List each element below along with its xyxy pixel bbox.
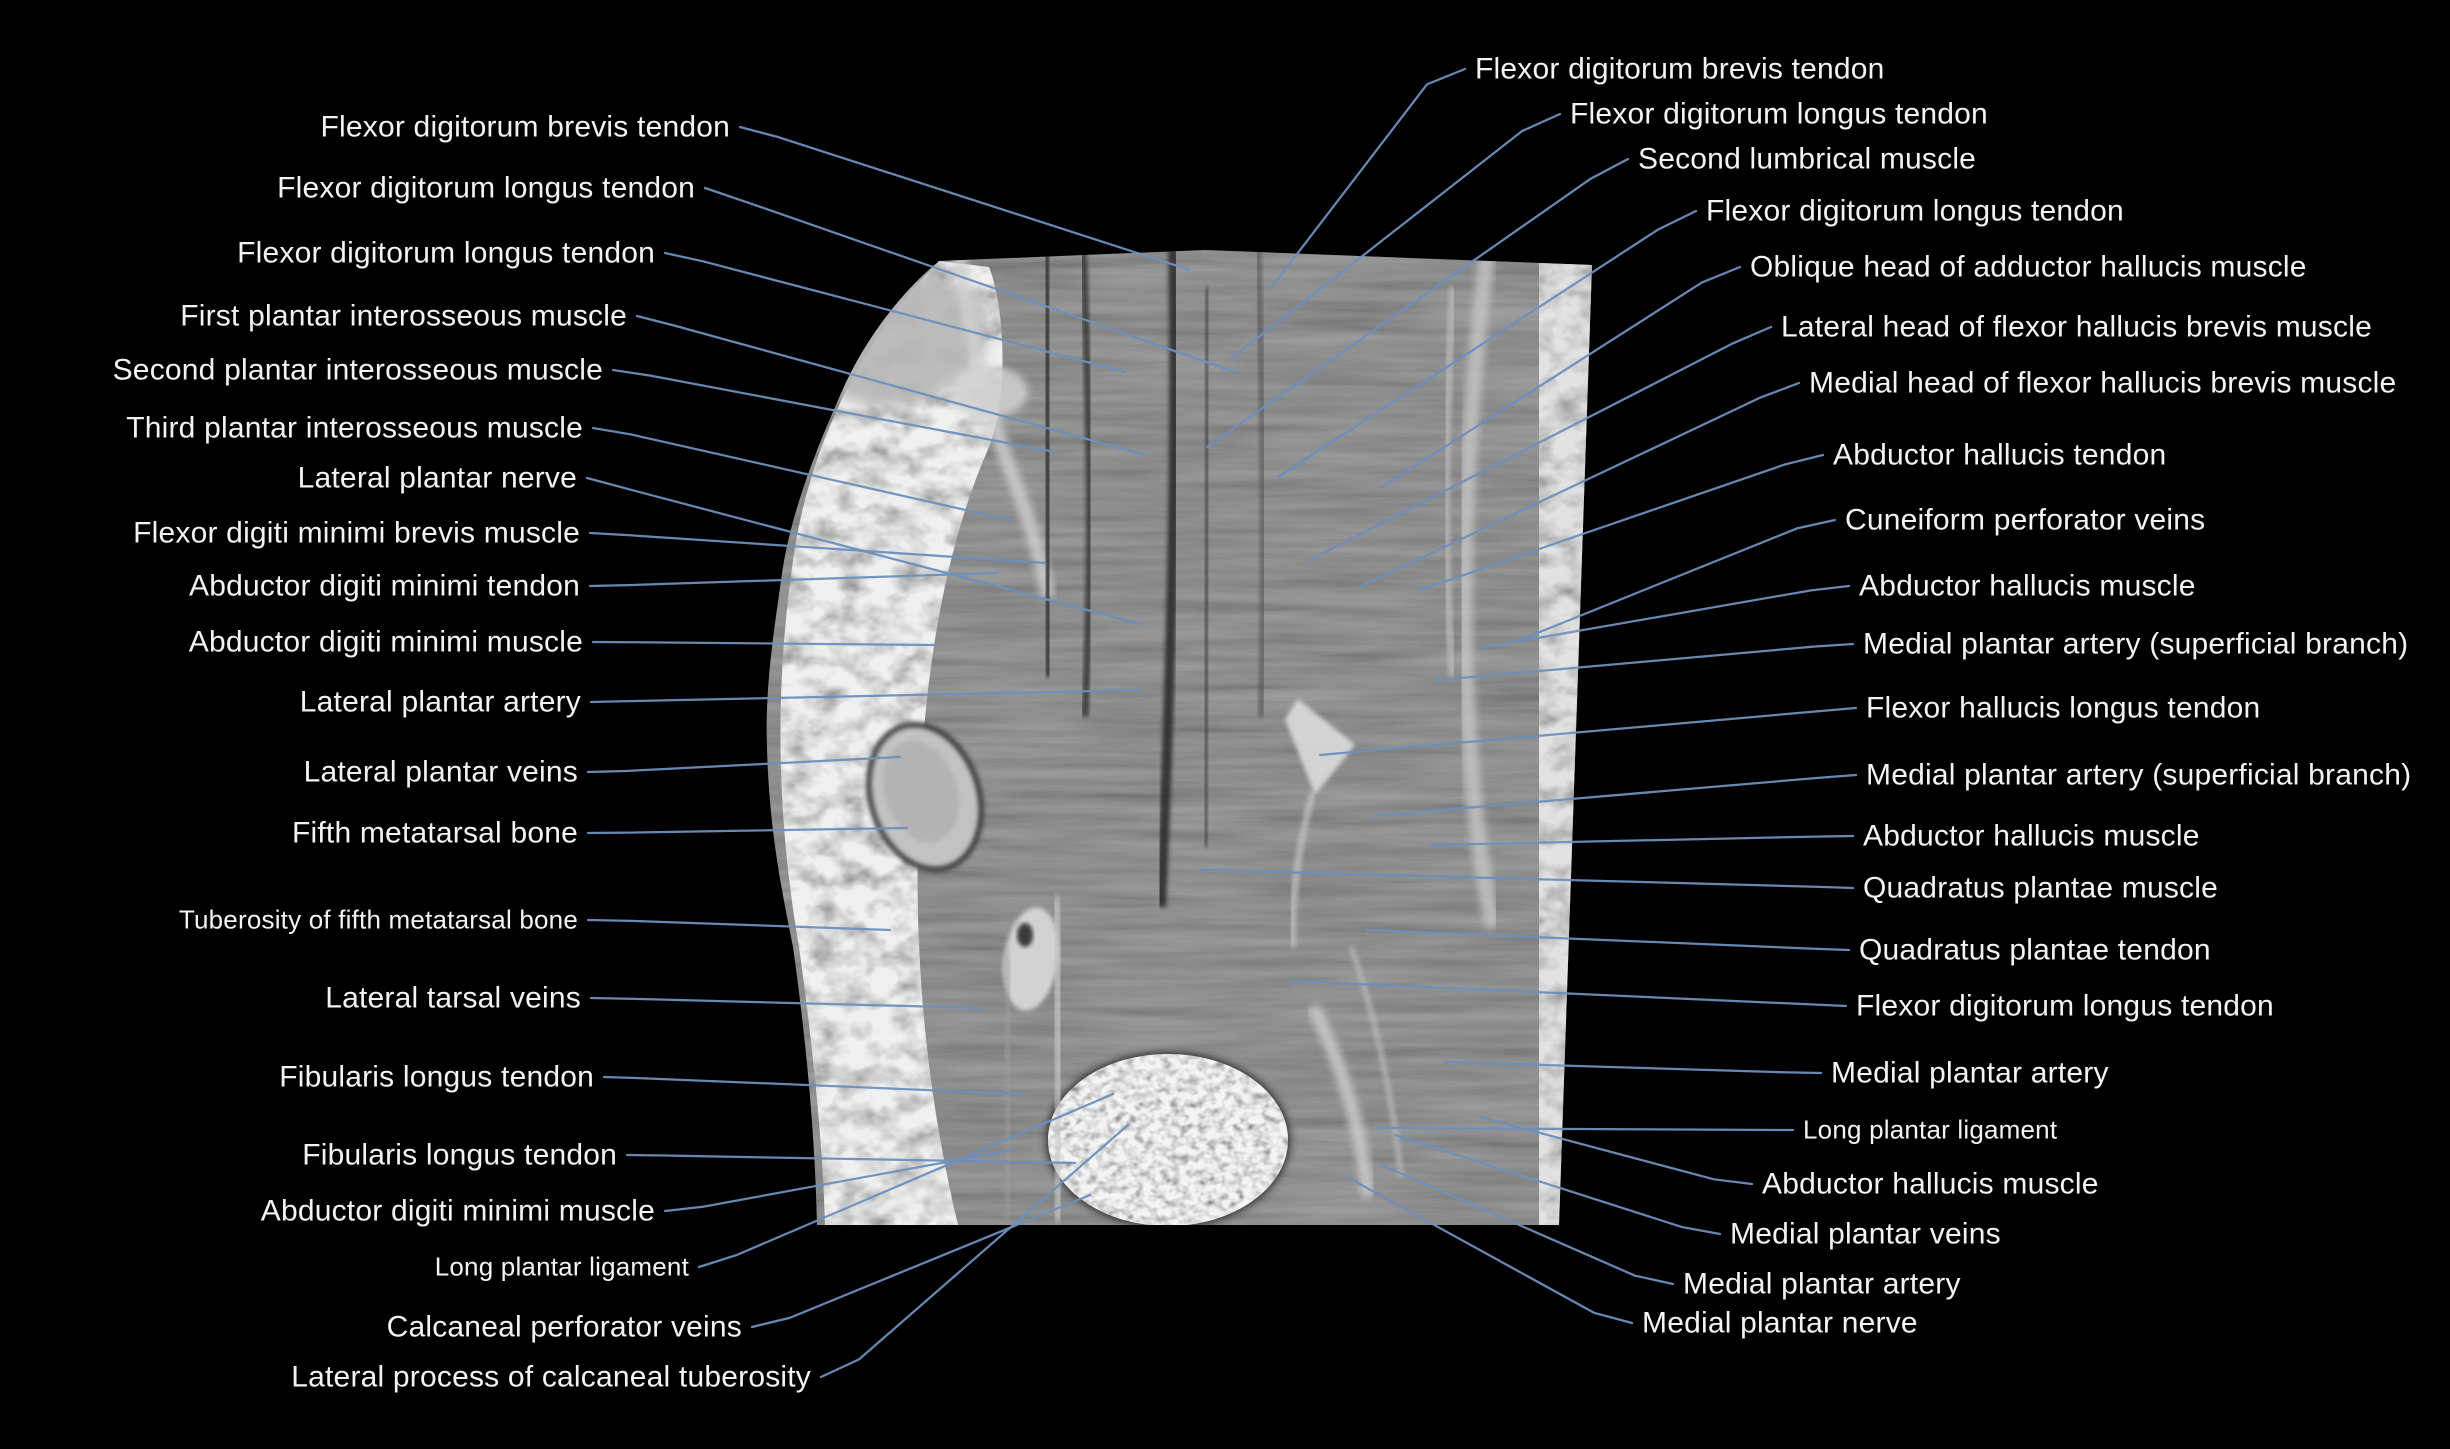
anatomy-label: Oblique head of adductor hallucis muscle: [1750, 250, 2307, 284]
anatomy-label: Abductor digiti minimi muscle: [260, 1194, 655, 1228]
anatomy-label: Long plantar ligament: [1803, 1114, 2058, 1145]
anatomy-label: Medial plantar artery (superficial branc…: [1863, 627, 2409, 661]
anatomy-label: Fibularis longus tendon: [279, 1060, 594, 1094]
anatomy-label: Abductor hallucis muscle: [1859, 569, 2196, 603]
anatomy-label: Long plantar ligament: [434, 1251, 689, 1282]
anatomy-label: Medial plantar artery: [1683, 1267, 1961, 1301]
anatomy-label: Lateral plantar nerve: [297, 461, 577, 495]
mri-image: [753, 247, 1593, 1226]
anatomy-label: Lateral plantar veins: [303, 755, 578, 789]
anatomy-label: Flexor digitorum longus tendon: [1570, 97, 1988, 131]
anatomy-label: Flexor hallucis longus tendon: [1866, 691, 2261, 725]
anatomy-label: Second lumbrical muscle: [1638, 142, 1977, 176]
anatomy-label: Cuneiform perforator veins: [1845, 503, 2206, 537]
mri-scan-graphic: [753, 247, 1593, 1226]
anatomy-label: Flexor digitorum brevis tendon: [1475, 52, 1885, 86]
anatomy-label: Flexor digiti minimi brevis muscle: [133, 516, 580, 550]
anatomy-label: Tuberosity of fifth metatarsal bone: [178, 904, 578, 935]
anatomy-label: Fifth metatarsal bone: [291, 816, 578, 850]
anatomy-label: Medial plantar veins: [1730, 1217, 2001, 1251]
anatomy-label: Flexor digitorum longus tendon: [277, 171, 695, 205]
anatomy-label: Flexor digitorum longus tendon: [237, 236, 655, 270]
anatomy-label: Second plantar interosseous muscle: [112, 353, 603, 387]
anatomy-label: Quadratus plantae muscle: [1863, 871, 2219, 905]
anatomy-label: Lateral process of calcaneal tuberosity: [291, 1360, 811, 1394]
anatomy-label: Medial plantar artery (superficial branc…: [1866, 758, 2412, 792]
anatomy-label: Medial plantar nerve: [1642, 1306, 1918, 1340]
anatomy-label: Medial head of flexor hallucis brevis mu…: [1809, 366, 2397, 400]
anatomy-label: Abductor digiti minimi tendon: [189, 569, 580, 603]
anatomy-label: First plantar interosseous muscle: [180, 299, 627, 333]
anatomy-label: Flexor digitorum longus tendon: [1856, 989, 2274, 1023]
anatomy-label: Lateral plantar artery: [299, 685, 581, 719]
anatomy-label: Fibularis longus tendon: [302, 1138, 617, 1172]
anatomy-label: Third plantar interosseous muscle: [126, 411, 583, 445]
anatomy-label: Medial plantar artery: [1831, 1056, 2109, 1090]
anatomy-label: Lateral tarsal veins: [325, 981, 581, 1015]
anatomy-label: Flexor digitorum brevis tendon: [320, 110, 730, 144]
anatomy-label: Abductor digiti minimi muscle: [188, 625, 583, 659]
anatomy-label: Abductor hallucis tendon: [1833, 438, 2167, 472]
anatomy-label: Abductor hallucis muscle: [1863, 819, 2200, 853]
anatomy-label: Abductor hallucis muscle: [1762, 1167, 2099, 1201]
anatomy-label: Lateral head of flexor hallucis brevis m…: [1781, 310, 2372, 344]
anatomy-label: Calcaneal perforator veins: [386, 1310, 742, 1344]
anatomy-label: Flexor digitorum longus tendon: [1706, 194, 2124, 228]
anatomy-label: Quadratus plantae tendon: [1859, 933, 2211, 967]
